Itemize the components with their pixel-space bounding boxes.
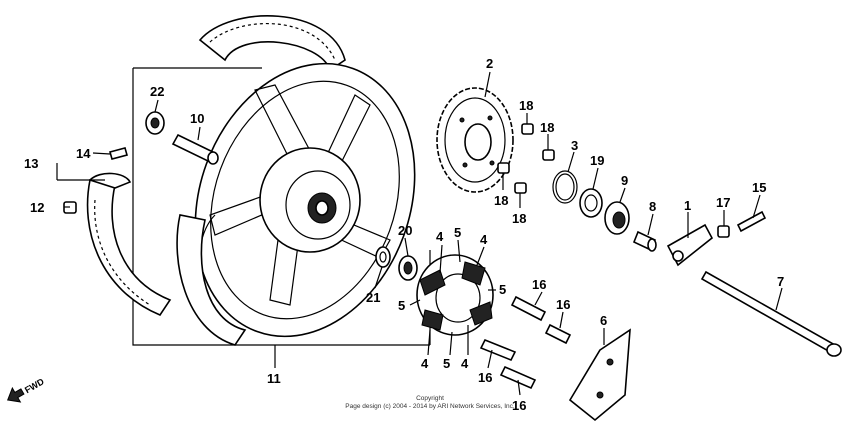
callout-4: 4 <box>480 232 488 247</box>
fwd-label: FWD <box>23 376 46 395</box>
copyright-text: Page design (c) 2004 - 2014 by ARI Netwo… <box>345 403 515 410</box>
callout-18: 18 <box>540 120 554 135</box>
tire-upper <box>198 15 346 72</box>
part-22-bearing <box>145 111 165 135</box>
callout-19: 19 <box>590 153 604 168</box>
callout-8: 8 <box>649 199 656 214</box>
callout-14: 14 <box>76 146 91 161</box>
part-17-nut <box>717 225 730 238</box>
callout-20: 20 <box>398 223 412 238</box>
callout-21: 21 <box>366 290 380 305</box>
callout-5: 5 <box>454 225 461 240</box>
callout-22: 22 <box>150 84 164 99</box>
callout-6: 6 <box>600 313 607 328</box>
leader-lines <box>56 71 783 396</box>
callout-10: 10 <box>190 111 204 126</box>
part-14-valve <box>109 147 128 160</box>
part-4-5-damper-assembly <box>416 254 494 336</box>
callout-16: 16 <box>532 277 546 292</box>
part-6-plate <box>568 328 631 422</box>
callout-5: 5 <box>443 356 450 371</box>
copyright-title: Copyright <box>416 395 444 402</box>
part-7-axle <box>700 270 842 357</box>
callout-18: 18 <box>494 193 508 208</box>
callout-5: 5 <box>499 282 506 297</box>
callout-4: 4 <box>461 356 469 371</box>
callout-18: 18 <box>519 98 533 113</box>
callout-5: 5 <box>398 298 405 313</box>
callout-1: 1 <box>684 198 691 213</box>
callout-17: 17 <box>716 195 730 210</box>
part-10-collar <box>171 133 219 165</box>
part-9-seal <box>604 201 630 235</box>
callout-9: 9 <box>621 173 628 188</box>
callout-18: 18 <box>512 211 526 226</box>
callout-11: 11 <box>267 371 281 386</box>
part-20-collar <box>398 255 418 281</box>
callout-7: 7 <box>777 274 784 289</box>
callout-3: 3 <box>571 138 578 153</box>
callout-labels: 2 18 18 18 18 3 19 9 8 1 17 15 7 6 10 22… <box>24 56 784 413</box>
part-15-bolt <box>736 210 767 233</box>
callout-16: 16 <box>478 370 492 385</box>
part-19-bearing <box>579 188 603 218</box>
callout-16: 16 <box>512 398 526 413</box>
part-2-sprocket <box>436 87 514 193</box>
fwd-arrow: FWD <box>6 376 46 403</box>
wheel-spokes <box>209 84 391 306</box>
tire-left <box>86 172 172 316</box>
callout-4: 4 <box>436 229 444 244</box>
callout-16: 16 <box>556 297 570 312</box>
wheel-hub <box>259 147 361 253</box>
part-16-bolts <box>479 295 572 390</box>
part-21-bearing <box>375 246 391 268</box>
callout-15: 15 <box>752 180 766 195</box>
callout-13: 13 <box>24 156 38 171</box>
callout-2: 2 <box>486 56 493 71</box>
part-1-adjuster <box>666 223 714 267</box>
callout-4: 4 <box>421 356 429 371</box>
part-8-collar <box>632 230 657 252</box>
copyright-footer: Copyright Page design (c) 2004 - 2014 by… <box>330 395 530 411</box>
part-3-circlip <box>552 170 578 204</box>
callout-12: 12 <box>30 200 44 215</box>
